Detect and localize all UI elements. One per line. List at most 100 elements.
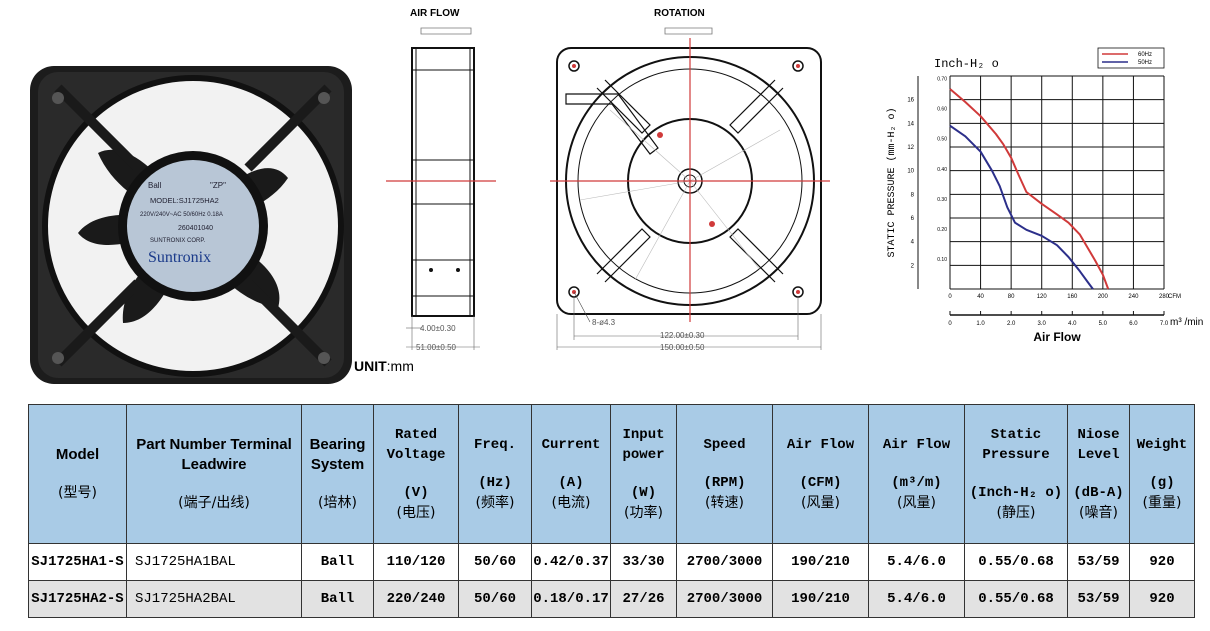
- column-header-chinese: (型号): [58, 485, 97, 501]
- chart-series-line-0: [949, 88, 1110, 290]
- column-header-chinese: (转速): [705, 495, 744, 511]
- spec-table: Model (型号) Part Number Terminal Leadwire(端…: [28, 404, 1195, 618]
- chart-ytick-mm: 4: [911, 240, 915, 246]
- column-header-label: Air Flow: [786, 437, 855, 453]
- column-header-unit: (CFM): [799, 475, 842, 491]
- column-header-chinese: (风量): [897, 495, 936, 511]
- table-cell: SJ1725HA2-S: [28, 580, 127, 618]
- header-spacer: [304, 475, 371, 493]
- column-header-unit: (A): [558, 475, 584, 491]
- column-header-4: Freq.(Hz)(频率): [458, 404, 532, 544]
- photo-serial-text: 260401040: [178, 225, 213, 232]
- chart-ytick-mm: 16: [907, 98, 914, 104]
- column-header-label: Bearing System: [309, 436, 366, 473]
- column-header-unit: (V): [403, 485, 429, 501]
- chart-ytick-inch: 0.50: [937, 137, 947, 143]
- chart-xtick-m3: 7.0: [1160, 321, 1169, 327]
- chart-ytick-mm: 10: [907, 169, 914, 175]
- table-cell: 0.55/0.68: [964, 580, 1068, 618]
- column-header-unit: (m³/m): [891, 475, 942, 491]
- column-header-3: Rated Voltage(V)(电压): [373, 404, 459, 544]
- photo-model-text: MODEL:SJ1725HA2: [150, 196, 219, 205]
- chart-xtick-cfm: 240: [1128, 294, 1139, 300]
- table-cell: 5.4/6.0: [868, 580, 965, 618]
- chart-legend-box: [1097, 47, 1165, 69]
- column-header-12: Weight(g)(重量): [1129, 404, 1195, 544]
- column-header-label: Weight: [1136, 437, 1188, 453]
- chart-ytick-mm: 2: [911, 263, 915, 269]
- fan-photo: Ball "ZP" MODEL:SJ1725HA2 220V/240V~AC 5…: [28, 58, 358, 388]
- table-cell: 110/120: [373, 543, 459, 581]
- chart-xtick-cfm: 40: [977, 294, 984, 300]
- chart-xlabel: Air Flow: [1033, 330, 1081, 344]
- chart-xtick-cfm: 200: [1098, 294, 1109, 300]
- column-header-10: Static Pressure(Inch-H₂ o)(静压): [964, 404, 1068, 544]
- table-cell: Ball: [301, 543, 374, 581]
- chart-xtick-m3: 4.0: [1068, 321, 1077, 327]
- chart-ytick-mm: 6: [911, 216, 915, 222]
- column-header-chinese: (静压): [996, 505, 1036, 521]
- column-header-label: Model: [55, 446, 100, 463]
- unit-label: UNIT:mm: [354, 358, 414, 374]
- column-header-label: Static Pressure: [982, 427, 1050, 463]
- table-header-row: Model (型号) Part Number Terminal Leadwire(端…: [28, 404, 1195, 544]
- table-cell: 33/30: [610, 543, 677, 581]
- column-header-5: Current(A)(电流): [531, 404, 611, 544]
- chart-xtick-m3: 2.0: [1007, 321, 1016, 327]
- header-spacer: [376, 465, 456, 483]
- chart-xtick-m3: 5.0: [1099, 321, 1108, 327]
- chart-xtick-cfm: 280: [1159, 294, 1170, 300]
- table-cell: SJ1725HA1BAL: [126, 543, 302, 581]
- chart-xtick-m3: 6.0: [1129, 321, 1138, 327]
- dim-hole-pitch-text: 122.00±0.30: [660, 331, 705, 340]
- chart-xtick-m3: 0: [948, 321, 952, 327]
- chart-series-line-1: [949, 124, 1094, 290]
- table-cell: 0.18/0.17: [531, 580, 611, 618]
- column-header-unit: (dB-A): [1073, 485, 1124, 501]
- column-header-chinese: (重量): [1142, 495, 1182, 511]
- chart-ytick-mm: 12: [907, 145, 914, 151]
- chart-ylabel: STATIC PRESSURE (mm-H₂ o): [886, 107, 898, 257]
- header-spacer: [613, 465, 674, 483]
- header-spacer: [679, 455, 770, 473]
- chart-ytick-inch: 0.60: [937, 107, 947, 113]
- header-spacer: [461, 455, 529, 473]
- chart-ytick-inch: 0.30: [937, 197, 947, 203]
- column-header-chinese: (电流): [551, 495, 591, 511]
- chart-ytick-inch: 0.20: [937, 227, 947, 233]
- unit-label-key: UNIT: [354, 358, 387, 374]
- column-header-7: Speed(RPM)(转速): [676, 404, 773, 544]
- header-spacer: [129, 475, 299, 493]
- dim-depth-text: 4.00±0.30: [420, 324, 456, 333]
- column-header-chinese: (培林): [318, 495, 357, 511]
- chart-ytick-mm: 14: [907, 121, 914, 127]
- chart-xtick-cfm: 0: [948, 294, 952, 300]
- chart-xtick-m3: 3.0: [1038, 321, 1047, 327]
- chart-xtick-cfm: 160: [1067, 294, 1078, 300]
- side-view-title: AIR FLOW: [410, 8, 460, 19]
- header-spacer: [31, 465, 124, 483]
- photo-zp-text: "ZP": [210, 181, 226, 190]
- column-header-chinese: (电压): [396, 505, 436, 521]
- table-cell: SJ1725HA1-S: [28, 543, 127, 581]
- column-header-label: Air Flow: [882, 437, 951, 453]
- column-header-chinese: (频率): [475, 495, 515, 511]
- chart-xtick-m3: 1.0: [976, 321, 985, 327]
- column-header-chinese: (风量): [801, 495, 840, 511]
- header-spacer: [871, 455, 962, 473]
- table-cell: 0.42/0.37: [531, 543, 611, 581]
- fan-photo-drawing: Ball "ZP" MODEL:SJ1725HA2 220V/240V~AC 5…: [30, 66, 352, 384]
- chart-title: Inch-H₂ o: [934, 57, 999, 71]
- table-cell: 53/59: [1067, 580, 1130, 618]
- side-view-lines: [386, 27, 496, 350]
- header-spacer: [967, 465, 1065, 483]
- header-spacer: [1070, 465, 1127, 483]
- front-view-title: ROTATION: [654, 8, 705, 19]
- column-header-1: Part Number Terminal Leadwire(端子/出线): [126, 404, 302, 544]
- table-cell: SJ1725HA2BAL: [126, 580, 302, 618]
- column-header-chinese: (噪音): [1079, 505, 1118, 521]
- column-header-label: Niose Level: [1077, 427, 1120, 463]
